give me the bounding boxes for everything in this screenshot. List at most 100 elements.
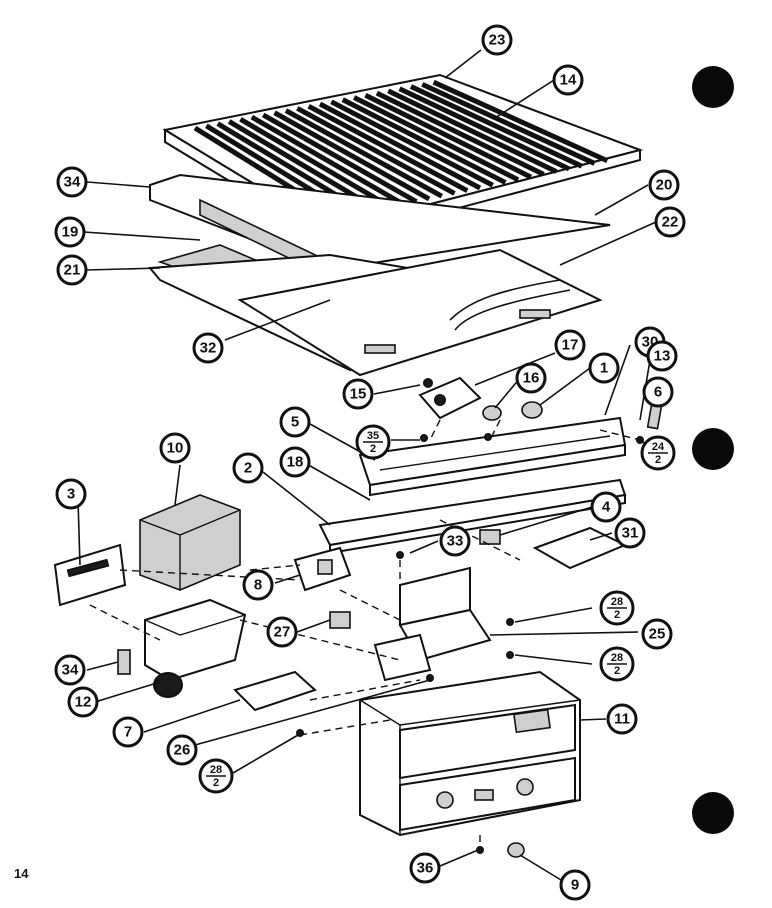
grille-slot — [250, 114, 405, 207]
callout-8: 8 — [242, 569, 274, 601]
callout-28: 282 — [599, 646, 635, 682]
grille-slot — [273, 110, 431, 202]
callout-4: 4 — [590, 491, 622, 523]
callout-5: 5 — [279, 406, 311, 438]
callout-denominator: 2 — [614, 609, 620, 621]
callout-numerator: 35 — [367, 430, 379, 442]
callout-denominator: 2 — [213, 777, 219, 789]
grille-slot — [284, 108, 444, 199]
callout-number: 9 — [571, 877, 579, 894]
grille-slot — [398, 86, 571, 172]
callout-15: 15 — [342, 378, 374, 410]
knob-9 — [507, 842, 525, 858]
callout-number: 22 — [662, 214, 679, 231]
callout-19: 19 — [54, 216, 86, 248]
small-knob-parts — [482, 401, 543, 421]
callout-denominator: 2 — [655, 454, 661, 466]
binder-hole-top — [692, 66, 734, 108]
grille-slot — [318, 101, 482, 191]
callout-1: 1 — [588, 352, 620, 384]
callout-number: 1 — [600, 360, 608, 377]
grille-slot — [239, 117, 393, 210]
bracket-25 — [373, 566, 492, 682]
grille-slot — [375, 90, 545, 177]
back-plate — [237, 248, 603, 377]
callout-number: 7 — [124, 724, 132, 741]
transformer-box — [139, 494, 241, 591]
relay-8 — [293, 546, 352, 592]
callout-25: 25 — [641, 618, 673, 650]
binder-hole-bottom — [692, 792, 734, 834]
grille-slot — [432, 79, 609, 164]
callout-number: 5 — [291, 414, 299, 431]
page-number: 14 — [14, 866, 29, 881]
callout-28: 282 — [599, 590, 635, 626]
callout-number: 2 — [244, 460, 252, 477]
callout-denominator: 2 — [614, 665, 620, 677]
callout-12: 12 — [67, 686, 99, 718]
grille-slot — [421, 82, 596, 166]
callout-number: 21 — [64, 262, 81, 279]
block-34 — [117, 649, 131, 675]
callout-36: 36 — [409, 852, 441, 884]
callout-13: 13 — [646, 340, 678, 372]
callout-number: 23 — [489, 32, 506, 49]
callout-number: 3 — [67, 486, 75, 503]
callout-number: 17 — [562, 337, 579, 354]
callout-number: 31 — [622, 525, 639, 542]
callout-31: 31 — [614, 517, 646, 549]
control-housing — [359, 670, 581, 837]
callout-number: 34 — [62, 662, 79, 679]
callout-2: 2 — [232, 452, 264, 484]
callout-34: 34 — [54, 654, 86, 686]
callout-11: 11 — [606, 703, 638, 735]
callout-number: 32 — [200, 340, 217, 357]
callout-number: 19 — [62, 224, 79, 241]
callout-number: 20 — [656, 177, 673, 194]
callout-16: 16 — [515, 362, 547, 394]
callout-number: 12 — [75, 694, 92, 711]
grille-slot — [261, 112, 418, 204]
callout-9: 9 — [559, 869, 591, 901]
callout-14: 14 — [552, 64, 584, 96]
grille-slot — [409, 84, 583, 169]
callout-number: 26 — [174, 742, 191, 759]
cover-plate — [532, 526, 628, 570]
callout-34: 34 — [56, 166, 88, 198]
grille-slot — [352, 95, 520, 183]
callout-27: 27 — [266, 616, 298, 648]
callout-28: 282 — [198, 758, 234, 794]
callout-number: 33 — [447, 533, 464, 550]
callout-33: 33 — [439, 525, 471, 557]
callout-10: 10 — [159, 432, 191, 464]
callout-number: 11 — [614, 711, 630, 728]
thermostat-bracket — [418, 376, 482, 420]
callout-17: 17 — [554, 329, 586, 361]
callout-numerator: 28 — [611, 596, 623, 608]
callout-number: 36 — [417, 860, 434, 877]
callout-number: 10 — [167, 440, 184, 457]
grille-slot — [307, 103, 469, 193]
callout-number: 4 — [602, 499, 611, 516]
callout-numerator: 24 — [652, 441, 665, 453]
callout-number: 25 — [649, 626, 666, 643]
callout-number: 18 — [287, 454, 304, 471]
callout-number: 27 — [274, 624, 291, 641]
callout-number: 8 — [254, 577, 262, 594]
callout-21: 21 — [56, 254, 88, 286]
grille-slot — [330, 99, 494, 188]
assembly-lines — [89, 419, 641, 850]
callout-20: 20 — [648, 169, 680, 201]
callout-18: 18 — [279, 446, 311, 478]
screws — [296, 378, 644, 854]
grille-slot — [387, 88, 558, 174]
callout-number: 13 — [654, 348, 671, 365]
callout-number: 6 — [654, 384, 662, 401]
fan-housing — [144, 598, 317, 712]
callout-26: 26 — [166, 734, 198, 766]
clip-4 — [479, 529, 501, 545]
callout-number: 16 — [523, 370, 540, 387]
callout-number: 15 — [350, 386, 367, 403]
